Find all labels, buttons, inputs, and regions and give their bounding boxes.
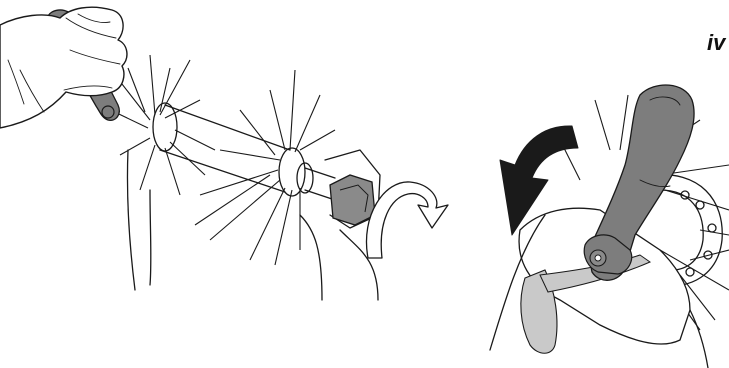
hub-top	[165, 105, 290, 150]
left-panel	[0, 7, 448, 300]
right-panel	[490, 85, 729, 368]
fork-leg-left	[127, 150, 135, 290]
hub-bottom	[160, 150, 285, 192]
fork-blade-edge-2	[690, 310, 708, 368]
adjusting-nut	[330, 175, 375, 225]
axle-top	[305, 168, 335, 178]
hub-flange-right	[279, 148, 305, 196]
fork-leg-right	[300, 215, 322, 300]
step-label: iv	[707, 30, 725, 56]
hub-flange-left	[153, 103, 177, 151]
fork-leg-left-inner	[150, 190, 151, 285]
